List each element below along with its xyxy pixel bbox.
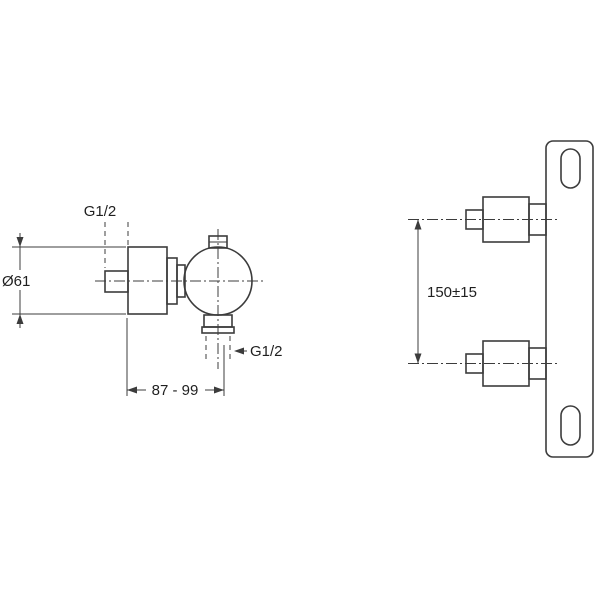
- dimension-center-distance: 150±15: [414, 219, 477, 364]
- arrowhead: [16, 237, 24, 247]
- arrowhead: [234, 347, 244, 355]
- dimension-body-diameter: Ø61: [2, 233, 126, 328]
- outlet-flange: [201, 326, 235, 334]
- label-inlet-thread: G1/2: [84, 203, 117, 220]
- dimension-inlet-thread: G1/2: [84, 203, 129, 268]
- top-valve-connector: [528, 203, 547, 236]
- label-center-distance: 150±15: [427, 284, 477, 301]
- arrowhead: [16, 314, 24, 324]
- top-slot: [560, 148, 581, 189]
- label-outlet-thread: G1/2: [250, 343, 283, 360]
- arrowhead: [414, 353, 422, 364]
- label-body-diameter: Ø61: [2, 273, 30, 290]
- arrowhead: [127, 386, 137, 394]
- dimension-outlet-thread: G1/2: [205, 336, 283, 362]
- mixer-main-body: [545, 140, 594, 458]
- bottom-valve-connector: [528, 347, 547, 380]
- neck-step-inner: [176, 264, 186, 298]
- front-view: 150±15: [408, 140, 594, 458]
- side-view: G1/2 Ø61 G1/2: [2, 203, 283, 399]
- label-depth-range: 87 - 99: [152, 382, 199, 399]
- dimension-depth-range: 87 - 99: [126, 318, 225, 399]
- top-valve-stub: [465, 209, 484, 230]
- arrowhead: [214, 386, 224, 394]
- bottom-slot: [560, 405, 581, 446]
- bottom-valve-stub: [465, 353, 484, 374]
- arrowhead: [414, 219, 422, 230]
